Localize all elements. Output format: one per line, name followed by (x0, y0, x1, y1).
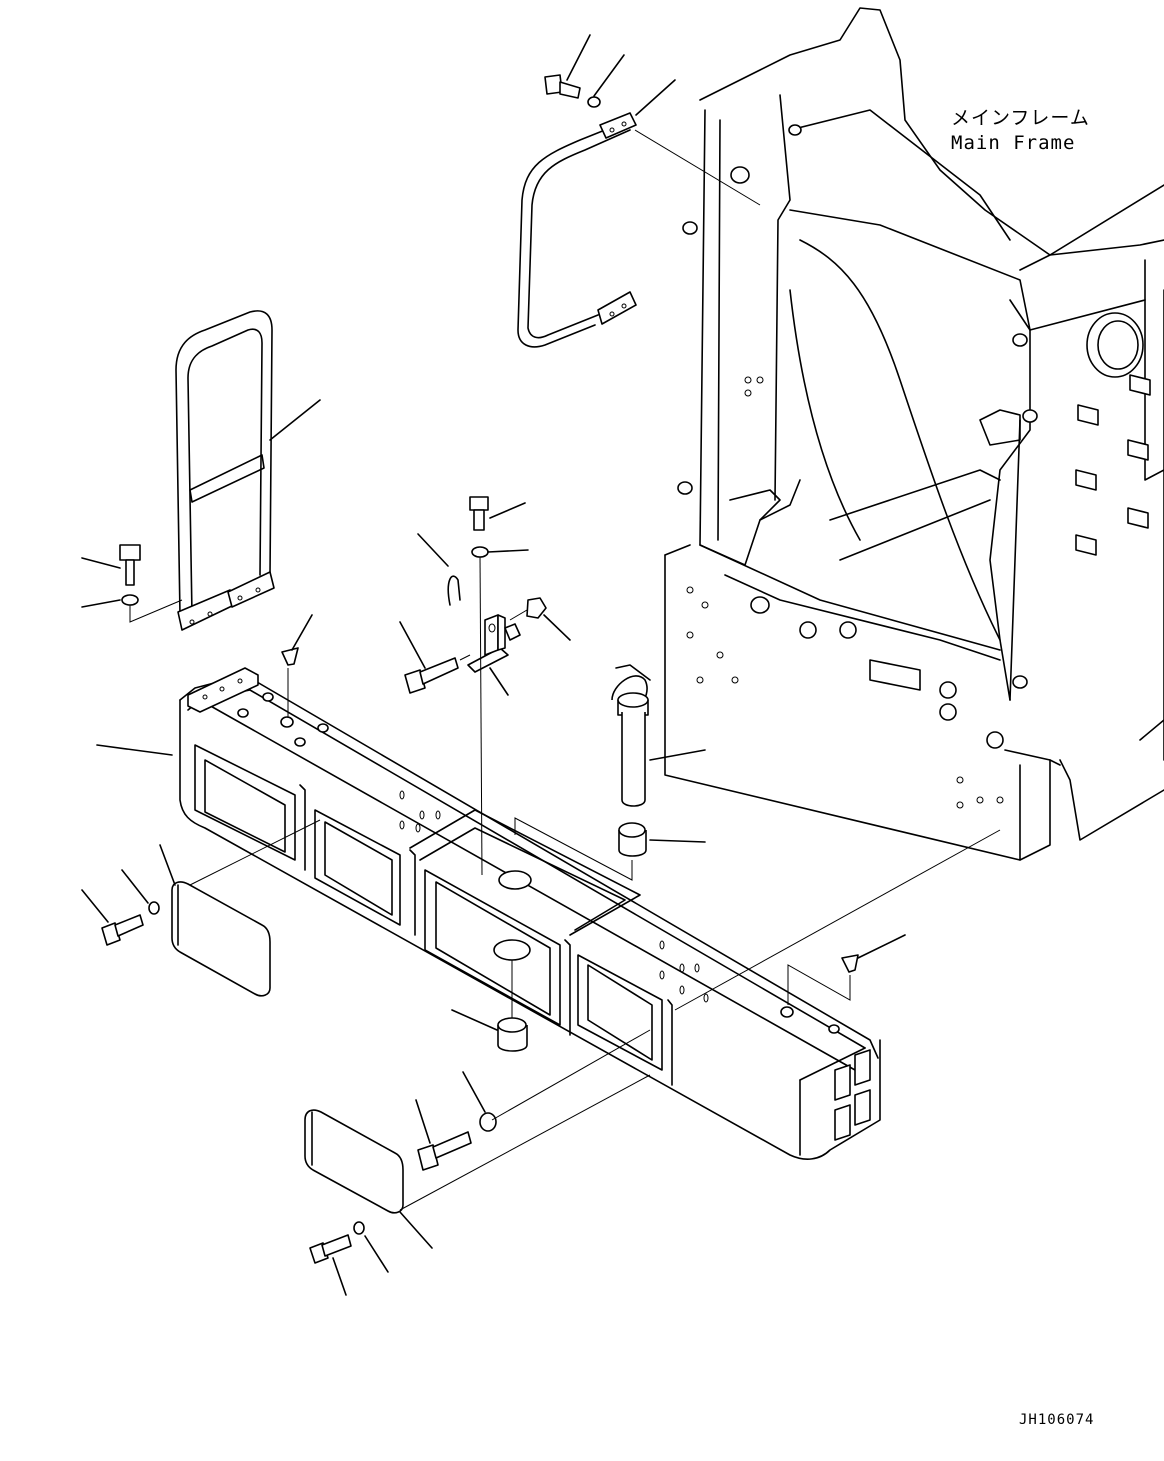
lower-cover-plate (304, 1074, 651, 1249)
main-frame (664, 7, 1164, 861)
ladder (175, 310, 321, 631)
grease-fitting-right (787, 934, 906, 1005)
center-bracket (467, 554, 521, 876)
hitch-pin (611, 664, 706, 807)
lower-cover-bolt (309, 1221, 389, 1296)
side-handrail (517, 79, 676, 348)
rear-bumper-beam (96, 667, 881, 1160)
upper-bushing (514, 817, 706, 881)
main-frame-label-ja: メインフレーム (951, 107, 1090, 129)
lower-hitch-bolt (415, 1029, 651, 1171)
grease-fitting-left (281, 614, 313, 718)
main-frame-label-en: Main Frame (951, 132, 1076, 154)
handrail-bolt-top (544, 34, 625, 108)
left-cover-plate (159, 819, 321, 997)
beam-holes (399, 790, 709, 1003)
cotter-pin (417, 533, 461, 606)
main-frame-label: メインフレーム Main Frame (951, 106, 1090, 156)
hex-nut (509, 597, 571, 641)
ladder-bolt (81, 544, 183, 623)
frame-pins (1075, 374, 1151, 556)
bracket-bolt (469, 496, 529, 558)
left-cover-bolt (81, 869, 160, 946)
long-bolt (399, 621, 471, 694)
drawing-code: JH106074 (1019, 1412, 1095, 1428)
lower-bushing (451, 960, 528, 1052)
